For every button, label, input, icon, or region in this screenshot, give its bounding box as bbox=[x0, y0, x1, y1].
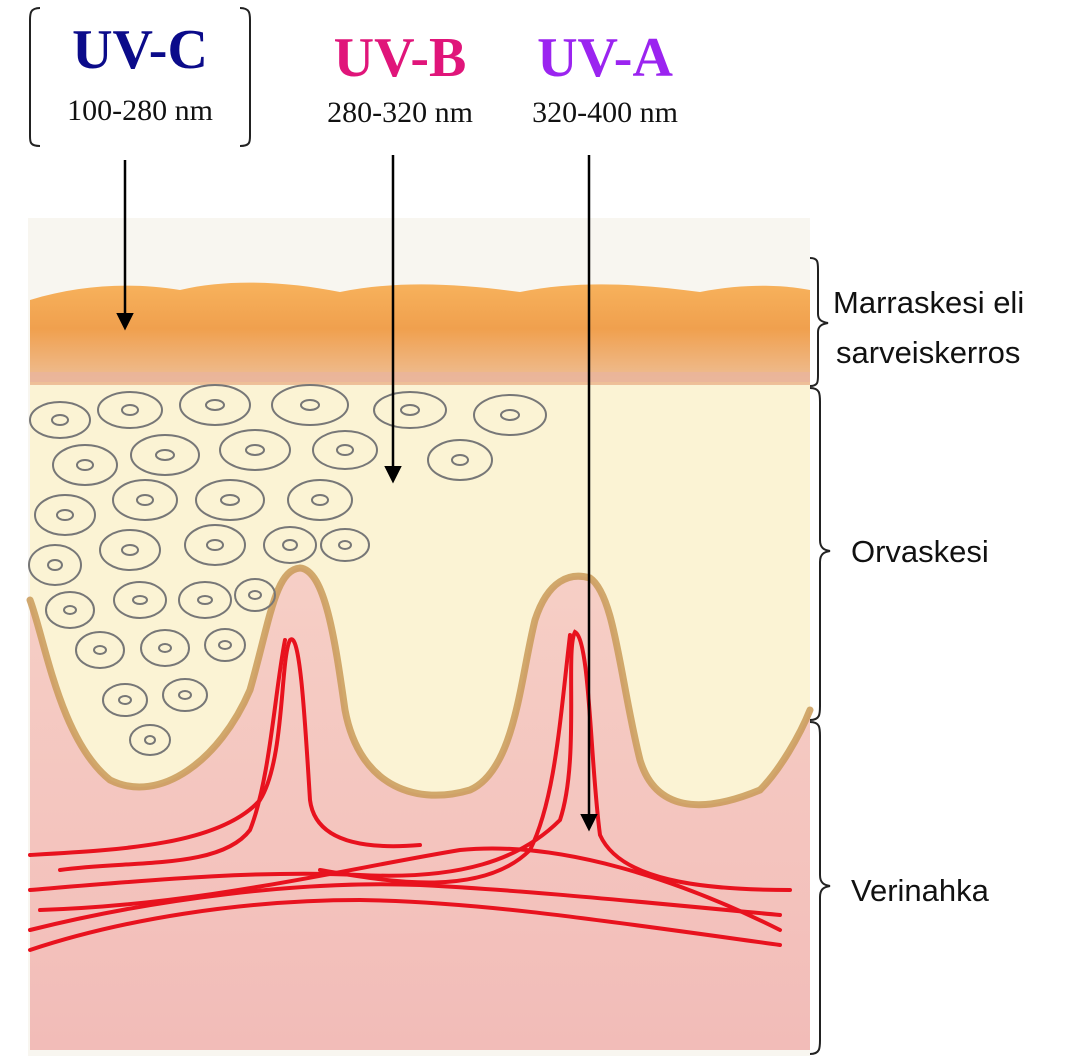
uv-a-title: UV-A bbox=[505, 30, 705, 86]
uv-c-right-bracket bbox=[240, 8, 250, 146]
uv-c-range: 100-280 nm bbox=[40, 96, 240, 126]
epidermis-layer bbox=[30, 385, 810, 805]
orvaskesi-brace bbox=[810, 388, 830, 720]
marraskesi-brace bbox=[810, 258, 828, 386]
verinahka-label: Verinahka bbox=[851, 870, 989, 912]
uv-b-title: UV-B bbox=[300, 30, 500, 86]
stratum-corneum-layer bbox=[30, 283, 810, 385]
marraskesi-label-line1: Marraskesi eli bbox=[833, 282, 1024, 324]
uv-b-range: 280-320 nm bbox=[300, 98, 500, 128]
uv-a-range: 320-400 nm bbox=[505, 98, 705, 128]
uv-c-title: UV-C bbox=[40, 22, 240, 78]
stratum-corneum-base-line bbox=[30, 372, 810, 382]
orvaskesi-label: Orvaskesi bbox=[851, 531, 989, 573]
verinahka-brace bbox=[810, 722, 830, 1054]
uv-c-left-bracket bbox=[30, 8, 40, 146]
marraskesi-label-line2: sarveiskerros bbox=[836, 332, 1020, 374]
